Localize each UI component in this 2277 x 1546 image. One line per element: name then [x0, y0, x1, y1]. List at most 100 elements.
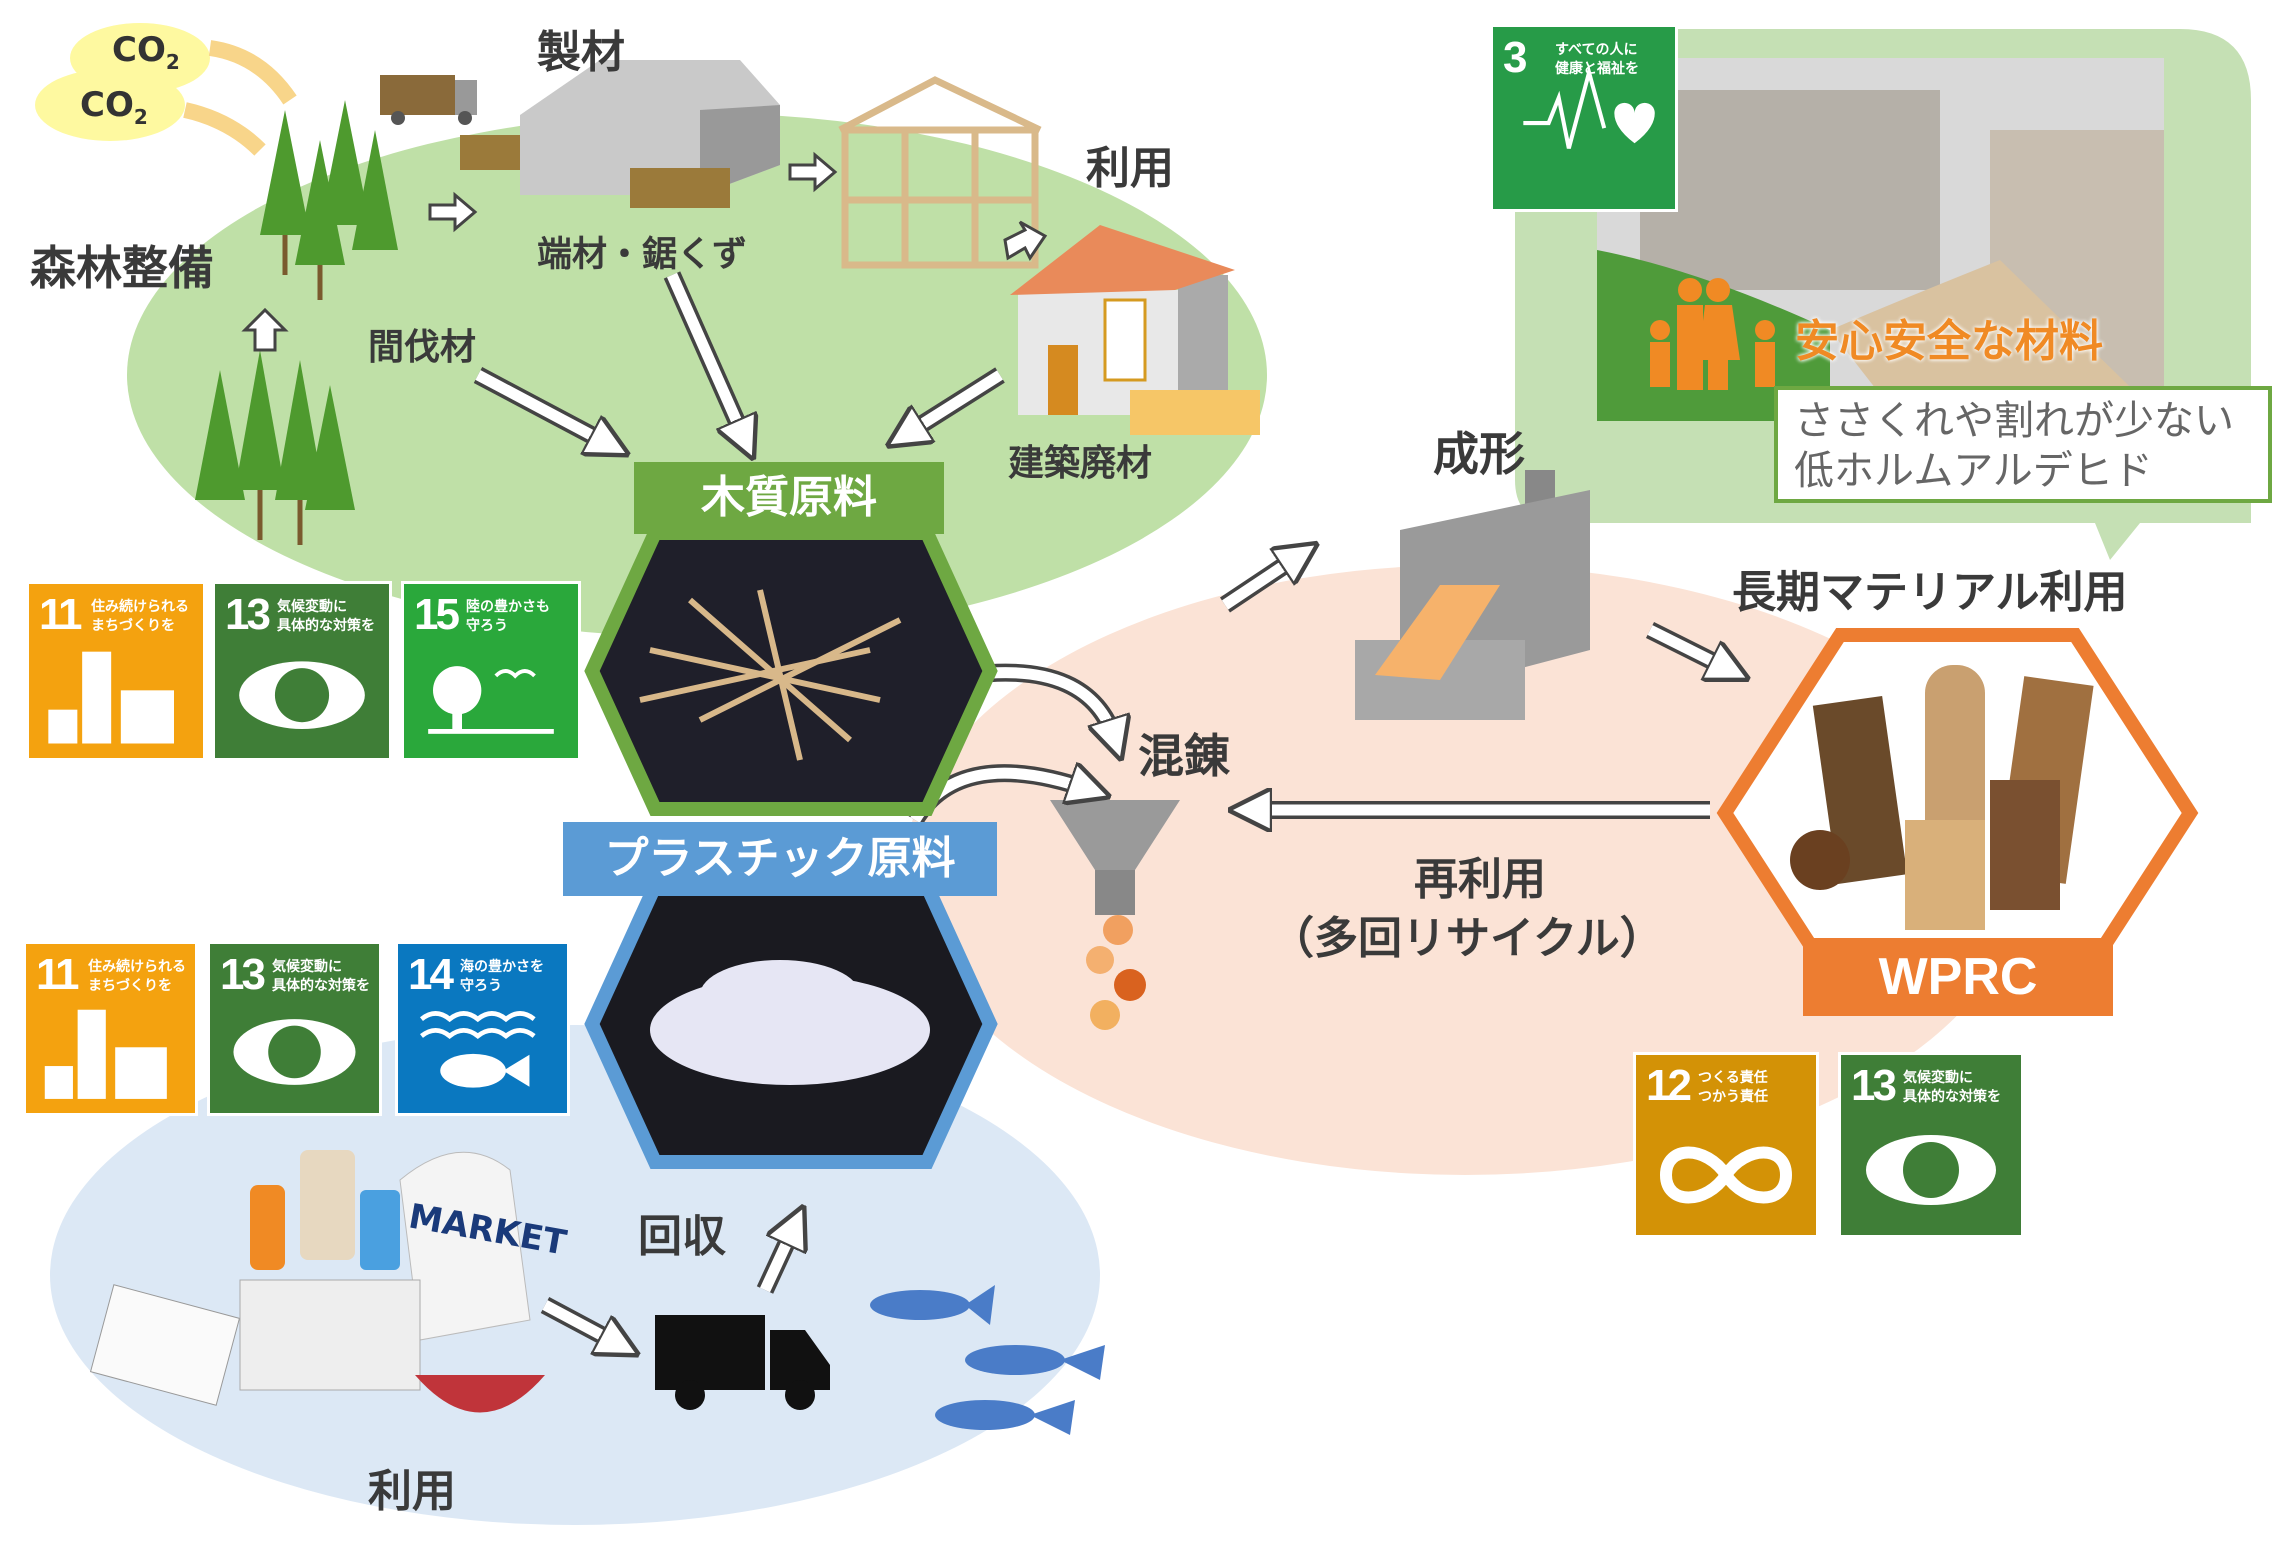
sdg-title-line: 具体的な対策を [272, 978, 370, 994]
safety-features-box: ささくれや割れが少ない 低ホルムアルデヒド [1774, 386, 2272, 503]
plastic-pellets-image [650, 960, 930, 1085]
lumber-truck-icon [380, 75, 477, 125]
sdg-number: 14 [408, 950, 454, 999]
house-icon [1010, 225, 1260, 435]
plastic-waste-icon [89, 1150, 545, 1413]
recycle-region [905, 565, 2025, 1175]
molding-machine-icon [1355, 470, 1590, 720]
sdg-title: 海の豊かさを守ろう [460, 958, 544, 996]
sdg-title-line: 気候変動に [277, 599, 347, 615]
label-thinned-wood: 間伐材 [368, 327, 477, 368]
wood-material-hexagon [584, 526, 998, 816]
forest-region [127, 113, 1267, 637]
sdg-goal-11-tile: 11 住み続けられるまちづくりを [23, 941, 198, 1116]
co2-label: CO2 [80, 85, 148, 129]
sdg-title-line: まちづくりを [91, 618, 175, 634]
sdg-land-icon [428, 666, 554, 734]
label-use-building: 利用 [1086, 143, 1174, 194]
sdg-climate-icon [239, 661, 365, 729]
fish-icon [870, 1285, 1105, 1435]
sdg-title: すべての人に健康と福祉を [1555, 41, 1639, 79]
sdg-title-line: 守ろう [460, 978, 502, 994]
label-offcuts-sawdust: 端材・鋸くず [537, 235, 748, 275]
sdg-goal-14-tile: 14 海の豊かさを守ろう [395, 941, 570, 1116]
sdg-title-line: 気候変動に [272, 959, 342, 975]
sdg-title-line: 気候変動に [1903, 1070, 1973, 1086]
sdg-climate-icon [233, 1019, 356, 1085]
sdg-title: 住み続けられるまちづくりを [91, 598, 189, 636]
sdg-title-line: 住み続けられる [91, 599, 189, 615]
sdg-number: 13 [1851, 1061, 1897, 1110]
arrow-right [1003, 220, 1048, 261]
sdg-city-icon [48, 651, 174, 744]
house-frame-icon [838, 76, 1042, 269]
co2-arrow [208, 40, 297, 105]
label-use-plastic: 利用 [368, 1466, 456, 1517]
feature-low-formaldehyde: 低ホルムアルデヒド [1794, 448, 2153, 494]
sdg-goal-3-tile: 3 すべての人に健康と福祉を [1490, 24, 1678, 212]
kneading-funnel-icon [1050, 800, 1180, 1030]
collection-truck-icon [655, 1315, 830, 1410]
sdg-goal-15-tile: 15 陸の豊かさも守ろう [401, 581, 581, 761]
sdg-title-line: 住み続けられる [88, 959, 186, 975]
sdg-number: 13 [220, 950, 266, 999]
sdg-title-line: 陸の豊かさも [466, 599, 550, 615]
sdg-number: 3 [1503, 33, 1528, 82]
building-photo [1597, 58, 2164, 421]
sdg-title: 気候変動に具体的な対策を [272, 958, 370, 996]
sdg-title-line: つくる責任 [1698, 1070, 1768, 1086]
plastic-material-banner: プラスチック原料 [563, 822, 997, 896]
label-long-term-use: 長期マテリアル利用 [1732, 567, 2128, 618]
sdg-title-line: 具体的な対策を [1903, 1089, 2001, 1105]
label-collection: 回収 [638, 1211, 726, 1262]
sdg-title-line: 健康と福祉を [1555, 61, 1639, 77]
sdg-goal-11-tile: 11 住み続けられるまちづくりを [26, 581, 206, 761]
sawmill-building-icon [460, 60, 780, 208]
sdg-title: 気候変動に具体的な対策を [1903, 1069, 2001, 1107]
wprc-products-image [1790, 665, 2094, 930]
safety-headline: 安心安全な材料 [1795, 316, 2103, 367]
sdg-ocean-icon [420, 1011, 536, 1088]
family-icon [1650, 278, 1775, 390]
arrow-right [788, 151, 838, 193]
wood-chips-image [639, 589, 902, 761]
sdg-title-line: まちづくりを [88, 978, 172, 994]
label-molding: 成形 [1433, 427, 1525, 481]
co2-cloud-icon [35, 23, 210, 141]
co2-arrow [183, 102, 266, 156]
sdg-number: 11 [39, 590, 82, 639]
sdg-title-line: 守ろう [466, 618, 508, 634]
sdg-goal-12-tile: 12 つくる責任つかう責任 [1633, 1052, 1819, 1238]
sdg-goal-13-tile: 13 気候変動に具体的な対策を [212, 581, 392, 761]
label-reuse: 再利用 [1414, 854, 1546, 905]
sdg-title: つくる責任つかう責任 [1698, 1069, 1768, 1107]
sdg-title: 住み続けられるまちづくりを [88, 958, 186, 996]
label-multi-recycle: （多回リサイクル） [1270, 913, 1664, 964]
sdg-goal-13-tile: 13 気候変動に具体的な対策を [1838, 1052, 2024, 1238]
sdg-title-line: つかう責任 [1698, 1089, 1768, 1105]
arrow-right [428, 191, 478, 233]
sdg-number: 13 [225, 590, 271, 639]
label-forest-management: 森林整備 [30, 241, 214, 295]
label-demolition-wood: 建築廃材 [1008, 443, 1153, 484]
sdg-health-icon [1523, 64, 1655, 149]
sdg-climate-icon [1866, 1135, 1996, 1205]
label-lumber: 製材 [537, 27, 625, 78]
wood-material-banner: 木質原料 [634, 462, 944, 534]
co2-label: CO2 [112, 30, 180, 74]
arrow-up [241, 307, 289, 352]
forest-trees-icon [195, 100, 398, 545]
sdg-title-line: 海の豊かさを [460, 959, 544, 975]
sdg-number: 15 [414, 590, 460, 639]
sdg-consumption-icon [1659, 1146, 1793, 1204]
sdg-number: 12 [1646, 1061, 1692, 1110]
sdg-title: 陸の豊かさも守ろう [466, 598, 550, 636]
wprc-banner: WPRC [1803, 938, 2113, 1016]
sdg-title-line: すべての人に [1555, 42, 1638, 58]
sdg-goal-13-tile: 13 気候変動に具体的な対策を [207, 941, 382, 1116]
flow-arrows [241, 151, 1048, 352]
sdg-city-icon [44, 1009, 167, 1099]
sdg-title-line: 具体的な対策を [277, 618, 375, 634]
